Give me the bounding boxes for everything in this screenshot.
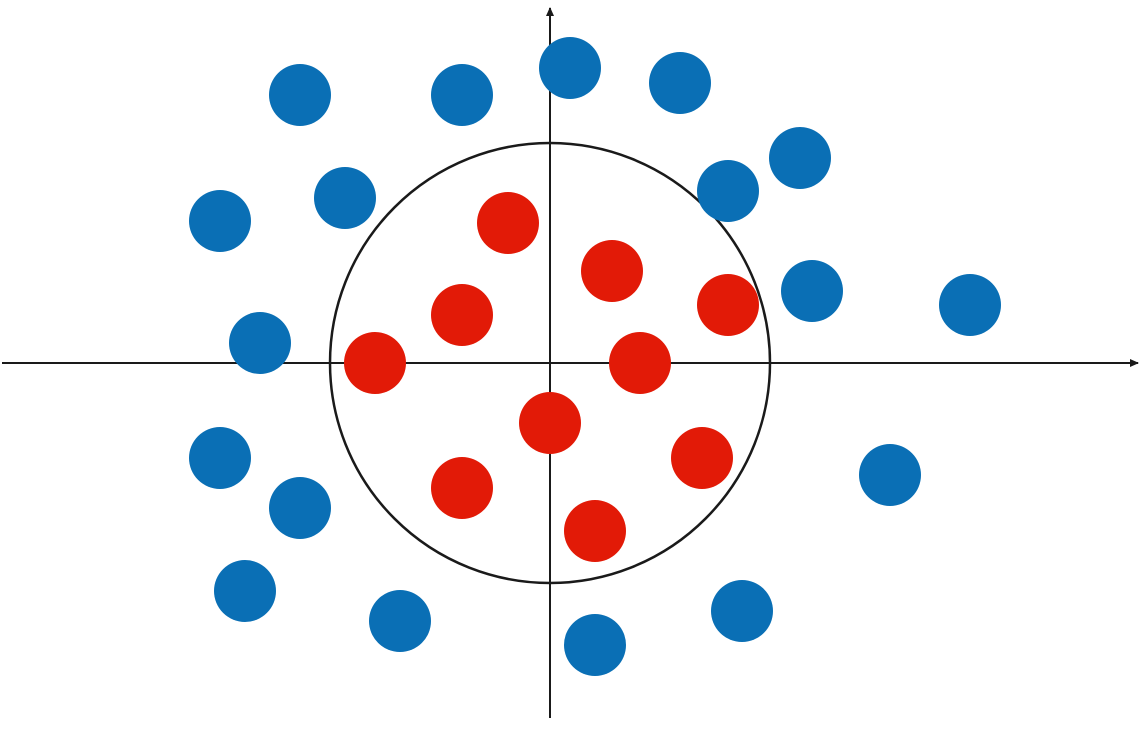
blue-data-point (369, 590, 431, 652)
decision-boundary-layer (328, 141, 772, 585)
blue-data-point (939, 274, 1001, 336)
axes (2, 7, 1139, 718)
inner-class-points (344, 192, 759, 562)
red-data-point (431, 284, 493, 346)
red-data-point (477, 192, 539, 254)
blue-data-point (649, 52, 711, 114)
red-data-point (564, 500, 626, 562)
decision-boundary-circle (328, 141, 772, 585)
red-data-point (581, 240, 643, 302)
blue-data-point (269, 477, 331, 539)
blue-data-point (431, 64, 493, 126)
red-data-point (519, 392, 581, 454)
blue-data-point (269, 64, 331, 126)
blue-data-point (229, 312, 291, 374)
blue-data-point (697, 160, 759, 222)
blue-data-point (189, 427, 251, 489)
blue-data-point (314, 167, 376, 229)
blue-data-point (189, 190, 251, 252)
blue-data-point (769, 127, 831, 189)
blue-data-point (564, 614, 626, 676)
red-data-point (344, 332, 406, 394)
data-points-layer (189, 37, 1001, 676)
outer-class-points (189, 37, 1001, 676)
blue-data-point (711, 580, 773, 642)
blue-data-point (859, 444, 921, 506)
blue-data-point (781, 260, 843, 322)
red-data-point (431, 457, 493, 519)
red-data-point (697, 274, 759, 336)
red-data-point (609, 332, 671, 394)
blue-data-point (539, 37, 601, 99)
red-data-point (671, 427, 733, 489)
blue-data-point (214, 560, 276, 622)
